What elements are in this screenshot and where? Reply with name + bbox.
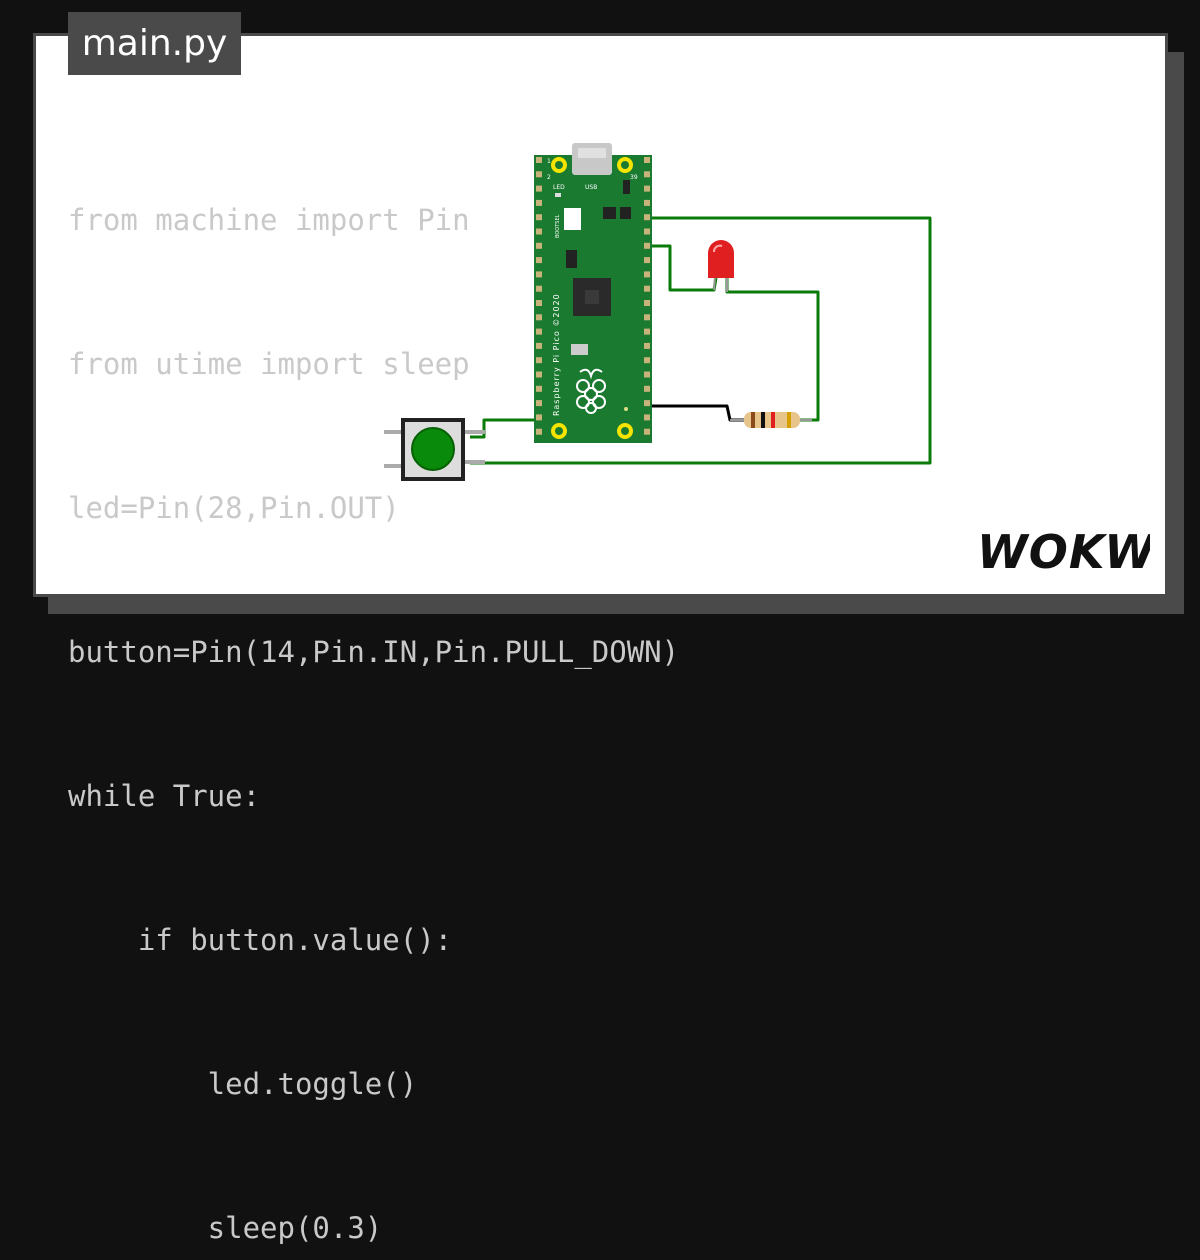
left-pin-header xyxy=(536,157,544,441)
wire-gp14-button[interactable] xyxy=(470,418,544,439)
right-pin[interactable] xyxy=(644,328,650,335)
left-pin[interactable] xyxy=(536,328,542,335)
bootsel-label: BOOTSEL xyxy=(555,214,561,238)
right-pin[interactable] xyxy=(644,414,650,421)
right-pin[interactable] xyxy=(644,185,650,192)
circuit-diagram: 1 2 39 LED USB BOOTSEL Raspberry Pi Pico… xyxy=(384,143,932,481)
onboard-led xyxy=(555,193,561,197)
pin-2-label: 2 xyxy=(547,174,551,181)
left-pin[interactable] xyxy=(536,385,542,392)
pin-1-label: 1 xyxy=(547,158,551,165)
right-pin[interactable] xyxy=(644,371,650,378)
left-pin[interactable] xyxy=(536,342,542,349)
file-tab[interactable]: main.py xyxy=(68,12,241,75)
red-led[interactable] xyxy=(708,240,734,292)
left-pin[interactable] xyxy=(536,300,542,306)
wire-gp22-button[interactable] xyxy=(470,216,932,465)
right-pin-header xyxy=(642,157,650,441)
left-pin[interactable] xyxy=(536,428,542,435)
raspberry-pi-pico-board[interactable]: 1 2 39 LED USB BOOTSEL Raspberry Pi Pico… xyxy=(534,143,652,443)
bootsel-button[interactable] xyxy=(564,208,581,230)
led-label: LED xyxy=(553,184,565,191)
right-pin[interactable] xyxy=(644,342,650,349)
raspberry-logo-icon xyxy=(576,368,606,414)
wokwi-logo-text: WOKWi xyxy=(977,528,1150,576)
right-pin[interactable] xyxy=(644,228,650,235)
right-pin[interactable] xyxy=(644,257,650,264)
code-line: button=Pin(14,Pin.IN,Pin.PULL_DOWN) xyxy=(68,635,680,669)
code-line: sleep(0.3) xyxy=(68,1211,383,1245)
left-pin[interactable] xyxy=(536,314,542,321)
wire-led-resistor[interactable] xyxy=(725,278,820,422)
left-pin[interactable] xyxy=(536,171,542,178)
left-pin[interactable] xyxy=(536,414,542,421)
left-pin[interactable] xyxy=(536,371,542,378)
left-pin[interactable] xyxy=(536,242,542,249)
left-pin[interactable] xyxy=(536,199,542,206)
left-pin[interactable] xyxy=(536,228,542,235)
wire-gnd-resistor[interactable] xyxy=(640,404,744,422)
left-pin[interactable] xyxy=(536,257,542,264)
code-line: led=Pin(28,Pin.OUT) xyxy=(68,491,400,525)
left-pin[interactable] xyxy=(536,400,542,407)
code-line: if button.value(): xyxy=(68,923,453,957)
right-pin[interactable] xyxy=(644,285,650,292)
code-line: led.toggle() xyxy=(68,1067,418,1101)
right-pin[interactable] xyxy=(644,199,650,206)
right-pin[interactable] xyxy=(644,242,650,249)
left-pin[interactable] xyxy=(536,271,542,278)
right-pin[interactable] xyxy=(644,300,650,306)
pin-39-label: 39 xyxy=(630,174,638,181)
left-pin[interactable] xyxy=(536,185,542,192)
usb-port xyxy=(572,143,612,175)
right-pin[interactable] xyxy=(644,214,650,221)
wokwi-logo: WOKWi xyxy=(977,528,1150,576)
code-line: while True: xyxy=(68,779,261,813)
left-pin[interactable] xyxy=(536,157,542,163)
code-line: from utime import sleep xyxy=(68,347,470,381)
usb-label: USB xyxy=(585,184,597,191)
right-pin[interactable] xyxy=(644,171,650,178)
right-pin[interactable] xyxy=(644,314,650,321)
pushbutton[interactable] xyxy=(384,418,485,481)
right-pin[interactable] xyxy=(644,157,650,163)
left-pin[interactable] xyxy=(536,285,542,292)
right-pin[interactable] xyxy=(644,357,650,364)
code-line: from machine import Pin xyxy=(68,203,470,237)
right-pin[interactable] xyxy=(644,385,650,392)
right-pin[interactable] xyxy=(644,400,650,407)
right-pin[interactable] xyxy=(644,428,650,435)
resistor[interactable] xyxy=(730,412,812,428)
board-silkscreen: Raspberry Pi Pico ©2020 xyxy=(552,293,561,416)
left-pin[interactable] xyxy=(536,214,542,221)
right-pin[interactable] xyxy=(644,271,650,278)
left-pin[interactable] xyxy=(536,357,542,364)
